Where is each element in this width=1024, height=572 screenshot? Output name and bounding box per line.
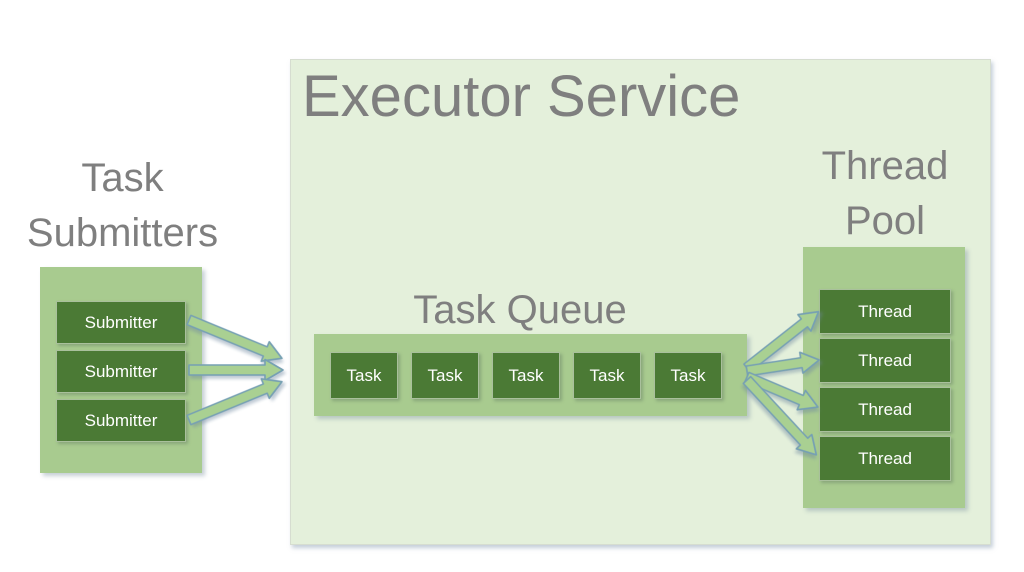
task-submitters-title-line1: Task bbox=[81, 156, 164, 200]
task-label: Task bbox=[427, 365, 463, 385]
task-label: Task bbox=[589, 365, 625, 385]
submitter-label: Submitter bbox=[84, 361, 158, 381]
task-submitters-title-line2: Submitters bbox=[26, 211, 219, 255]
submitter-label: Submitter bbox=[84, 410, 158, 430]
task-queue-container: Task Task Task Task Task bbox=[314, 334, 747, 416]
task-label: Task bbox=[346, 365, 382, 385]
task-box: Task bbox=[492, 352, 560, 399]
submitter-to-queue-arrow-icon bbox=[188, 358, 284, 382]
task-box: Task bbox=[654, 352, 722, 399]
thread-pool-title: Thread Pool bbox=[800, 139, 970, 249]
thread-label: Thread bbox=[858, 301, 912, 321]
thread-box: Thread bbox=[819, 436, 951, 481]
submitter-label: Submitter bbox=[84, 312, 158, 332]
task-queue-title: Task Queue bbox=[413, 288, 627, 332]
thread-label: Thread bbox=[858, 350, 912, 370]
thread-pool-container: Thread Thread Thread Thread bbox=[803, 247, 965, 508]
task-label: Task bbox=[508, 365, 544, 385]
executor-service-container: Executor Service Task Queue Task Task Ta… bbox=[290, 59, 991, 545]
task-submitters-container: Submitter Submitter Submitter bbox=[40, 267, 202, 473]
task-submitters-title: Task Submitters bbox=[10, 151, 235, 261]
submitter-box: Submitter bbox=[56, 399, 186, 442]
thread-pool-title-line1: Thread bbox=[821, 144, 949, 188]
thread-box: Thread bbox=[819, 387, 951, 432]
thread-box: Thread bbox=[819, 289, 951, 334]
executor-service-title: Executor Service bbox=[302, 64, 741, 129]
thread-box: Thread bbox=[819, 338, 951, 383]
thread-label: Thread bbox=[858, 448, 912, 468]
task-box: Task bbox=[330, 352, 398, 399]
thread-pool-title-line2: Pool bbox=[844, 199, 926, 243]
task-box: Task bbox=[573, 352, 641, 399]
submitter-box: Submitter bbox=[56, 350, 186, 393]
thread-label: Thread bbox=[858, 399, 912, 419]
submitter-box: Submitter bbox=[56, 301, 186, 344]
task-box: Task bbox=[411, 352, 479, 399]
task-label: Task bbox=[670, 365, 706, 385]
